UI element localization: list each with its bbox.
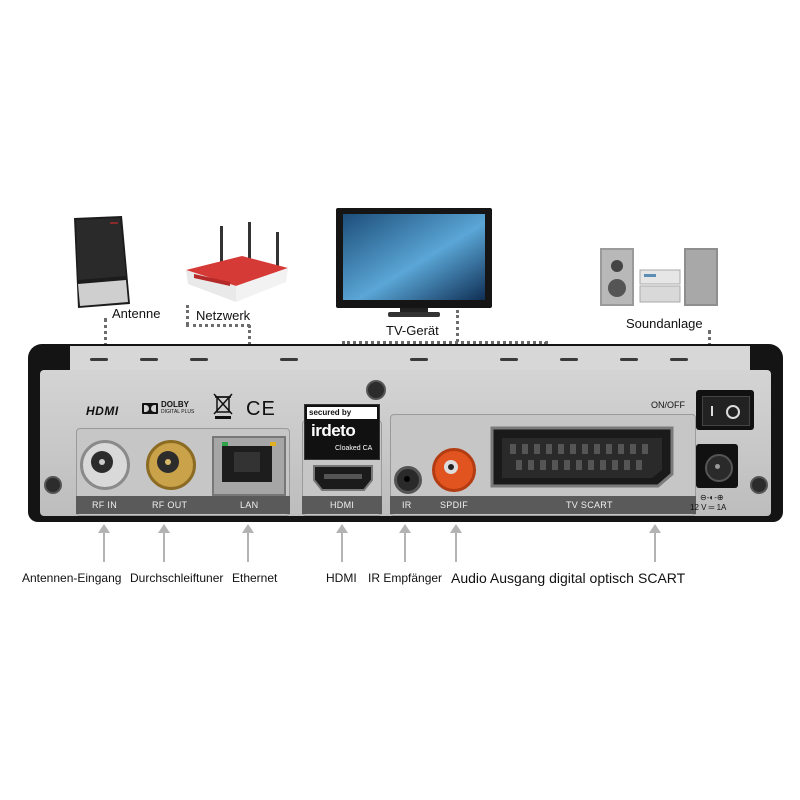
rf-out-connector[interactable] [146,440,196,490]
vent-slot [620,358,638,361]
spdif-jack[interactable] [432,448,476,492]
ir-port-label: IR [402,500,412,510]
spdif-port-label: SPDIF [440,500,469,510]
cloaked-ca-text: Cloaked CA [335,445,373,452]
vent-slot [410,358,428,361]
arrow-up-icon [98,524,110,562]
arrow-up-icon [399,524,411,562]
polarity-symbol: ⊖-◐-⊕ [700,493,724,502]
tv-connection-line-a [456,310,459,342]
irdeto-badge: secured by irdeto Cloaked CA [304,404,380,460]
ir-empfaenger-caption: IR Empfänger [368,571,443,585]
label-strip-hdmi [302,496,382,514]
tv-connection-line-b [342,341,548,344]
arrow-up-icon [450,524,462,562]
scart-caption: SCART [638,570,686,586]
router-device-image [180,222,290,304]
lan-port[interactable] [212,436,286,496]
antenna-device-image [70,214,134,310]
vent-slot [140,358,158,361]
hdmi-caption: HDMI [326,571,357,585]
arrow-up-icon [158,524,170,562]
vent-slot [500,358,518,361]
scart-port[interactable] [488,424,676,490]
vent-slot [190,358,208,361]
irdeto-logo: irdeto [311,421,356,440]
dolby-logo: DOLBY DIGITAL PLUS [142,401,194,415]
network-connection-line-b [186,324,250,327]
hdmi-port[interactable] [312,464,374,492]
vent-slot [670,358,688,361]
rf-out-port-label: RF OUT [152,500,188,510]
power-switch[interactable] [696,390,754,430]
network-connection-line-a [186,305,189,325]
arrow-up-icon [242,524,254,562]
label-strip-left [76,496,290,514]
screw-icon [44,476,62,494]
hdmi-port-label: HDMI [330,500,355,510]
audio-ausgang-caption: Audio Ausgang digital optisch [451,570,634,586]
rf-in-connector[interactable] [80,440,130,490]
tv-scart-port-label: TV SCART [566,500,613,510]
vent-slot [280,358,298,361]
vent-slot [90,358,108,361]
antenna-label: Antenne [112,306,161,321]
durchschleiftuner-caption: Durchschleiftuner [130,571,224,585]
power-spec-label: 12 V ═ 1A [690,503,727,512]
screw-icon [366,380,386,400]
antennen-eingang-caption: Antennen-Eingang [22,571,122,585]
dolby-subtext: DIGITAL PLUS [161,409,195,415]
dolby-text: DOLBY [161,400,189,409]
screw-icon [750,476,768,494]
lan-port-label: LAN [240,500,259,510]
label-strip-right [390,496,696,514]
on-off-label: ON/OFF [651,400,685,410]
rf-in-port-label: RF IN [92,500,117,510]
ce-mark: CE [246,398,276,420]
tv-label: TV-Gerät [386,323,439,338]
arrow-up-icon [336,524,348,562]
weee-bin-icon [212,392,234,420]
power-switch-rocker [702,396,750,426]
ir-jack[interactable] [394,466,422,494]
arrow-up-icon [649,524,661,562]
hdmi-logo: HDMI [86,404,119,418]
dolby-icon [142,402,158,414]
vent-slot [560,358,578,361]
tv-device-image [334,206,494,320]
dc-power-jack[interactable] [696,444,738,488]
ethernet-caption: Ethernet [232,571,278,585]
network-label: Netzwerk [196,308,251,323]
secured-by-text: secured by [307,407,377,419]
sound-system-label: Soundanlage [626,316,703,331]
sound-system-device-image [598,246,722,308]
